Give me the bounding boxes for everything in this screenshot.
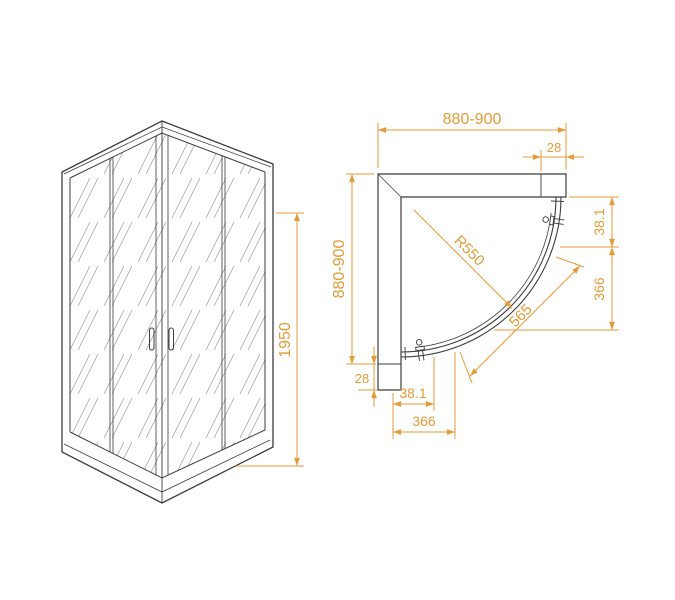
offset-bottom-label: 38.1 [399,385,426,401]
corner-mitre-line [377,173,402,198]
opening-diagonal-label: 565 [506,301,536,331]
door-roller-bottom [415,339,425,362]
radius-line [413,209,513,309]
right-door-handle [168,327,174,351]
door-bottom-label: 366 [412,413,436,429]
door-right-label: 366 [591,277,607,301]
dimension-line [469,265,581,377]
front-view [61,120,274,504]
radius-label: R550 [450,232,487,269]
glass-hatch [70,133,265,478]
door-roller-top [542,215,565,226]
height-dimension: 1950 [236,212,304,467]
ext-line [555,256,585,268]
door-knob [542,216,549,223]
plan-view [377,173,567,391]
ext-line [459,351,473,384]
door-knob [415,339,423,346]
height-label: 1950 [277,322,294,358]
offset-right-label: 38.1 [591,208,607,235]
profile-top-label: 28 [547,140,561,155]
profile-left-label: 28 [355,371,369,386]
wall-profiles [377,173,567,391]
depth-label: 880-900 [331,240,348,299]
plan-dimensions: 880-900 28 880-900 28 38.1 366 38.1 3 [331,111,619,439]
left-door-handle [149,327,155,351]
width-label: 880-900 [443,111,502,128]
